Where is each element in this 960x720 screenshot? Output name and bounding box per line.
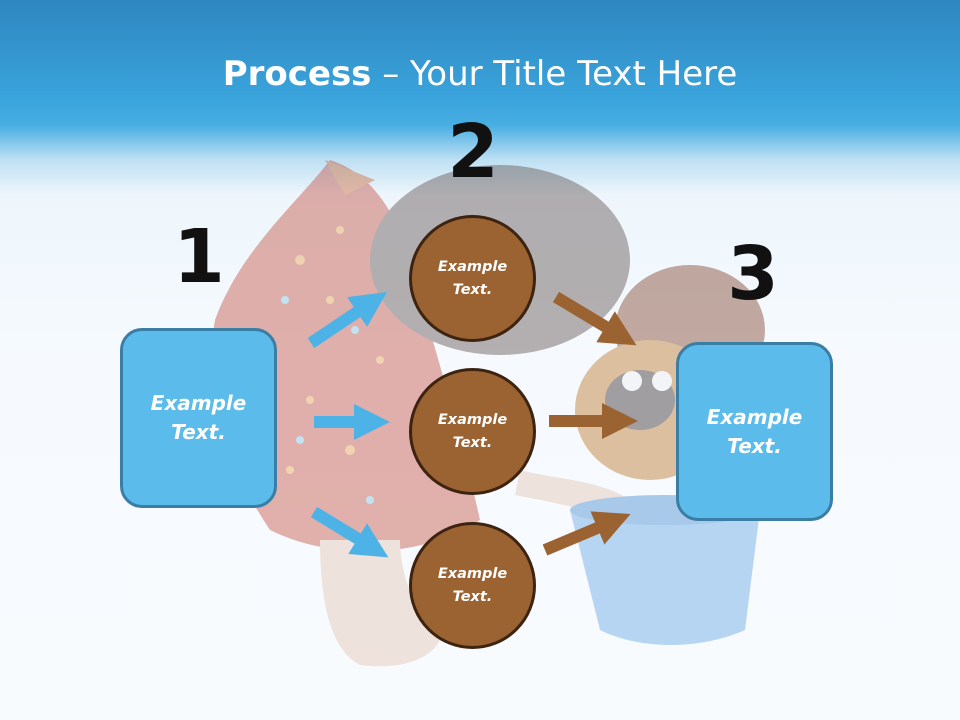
circle-step-bottom: Example Text.: [409, 522, 536, 649]
step-number-2: 2: [447, 109, 499, 195]
circle-step-middle: Example Text.: [409, 368, 536, 495]
step-number-1: 1: [173, 214, 225, 300]
title-rest: – Your Title Text Here: [371, 54, 738, 94]
circle-top-text: Example Text.: [437, 258, 508, 298]
circle-step-top: Example Text.: [409, 215, 536, 342]
right-box-text: Example Text.: [706, 404, 803, 458]
circle-bottom-text: Example Text.: [437, 565, 508, 605]
step-number-3: 3: [727, 231, 779, 317]
slide-title: Process – Your Title Text Here: [0, 52, 960, 96]
left-box: Example Text.: [120, 328, 277, 508]
left-box-text: Example Text.: [150, 391, 247, 444]
circle-middle-text: Example Text.: [437, 411, 508, 451]
title-bold: Process: [222, 54, 372, 94]
right-box: Example Text.: [676, 342, 833, 521]
